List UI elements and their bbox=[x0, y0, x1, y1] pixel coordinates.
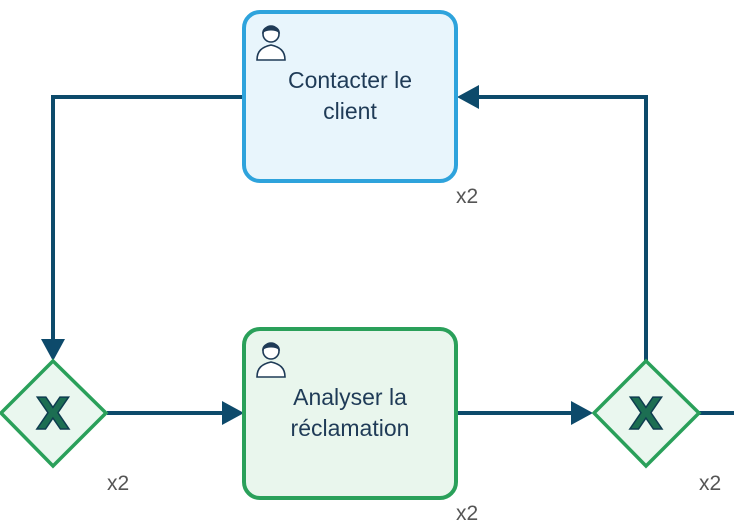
flow-contact-to-left-gateway[interactable] bbox=[51, 95, 244, 343]
task-analyze-label-line1: Analyser la bbox=[293, 384, 407, 410]
task-analyze-count: x2 bbox=[456, 502, 478, 525]
arrowhead-contact-task bbox=[457, 85, 479, 109]
task-analyze-label-line2: réclamation bbox=[291, 415, 410, 441]
user-icon bbox=[256, 25, 286, 61]
x-mark-icon: X bbox=[36, 389, 70, 440]
task-analyze-box bbox=[242, 327, 458, 500]
arrowhead-analyze-task bbox=[222, 401, 244, 425]
gateway-right-count: x2 bbox=[699, 472, 721, 495]
gateway-left-diamond bbox=[0, 358, 109, 469]
exclusive-gateway-left[interactable]: X bbox=[0, 358, 109, 469]
task-contact-client[interactable]: Contacter le client bbox=[242, 10, 458, 183]
sequence-flows bbox=[41, 85, 734, 425]
task-contact-label-line2: client bbox=[323, 98, 377, 124]
user-icon bbox=[256, 342, 286, 378]
arrowhead-right-gateway bbox=[571, 401, 593, 425]
gateway-left-count: x2 bbox=[107, 472, 129, 495]
task-contact-label-line1: Contacter le bbox=[288, 67, 412, 93]
flow-right-gateway-to-contact[interactable] bbox=[475, 95, 648, 361]
x-mark-icon: X bbox=[629, 389, 663, 440]
gateway-right-diamond bbox=[591, 358, 702, 469]
arrowhead-left-gateway bbox=[41, 339, 65, 361]
task-contact-box bbox=[242, 10, 458, 183]
task-analyze-claim[interactable]: Analyser la réclamation bbox=[242, 327, 458, 500]
task-contact-count: x2 bbox=[456, 185, 478, 208]
exclusive-gateway-right[interactable]: X bbox=[591, 358, 702, 469]
